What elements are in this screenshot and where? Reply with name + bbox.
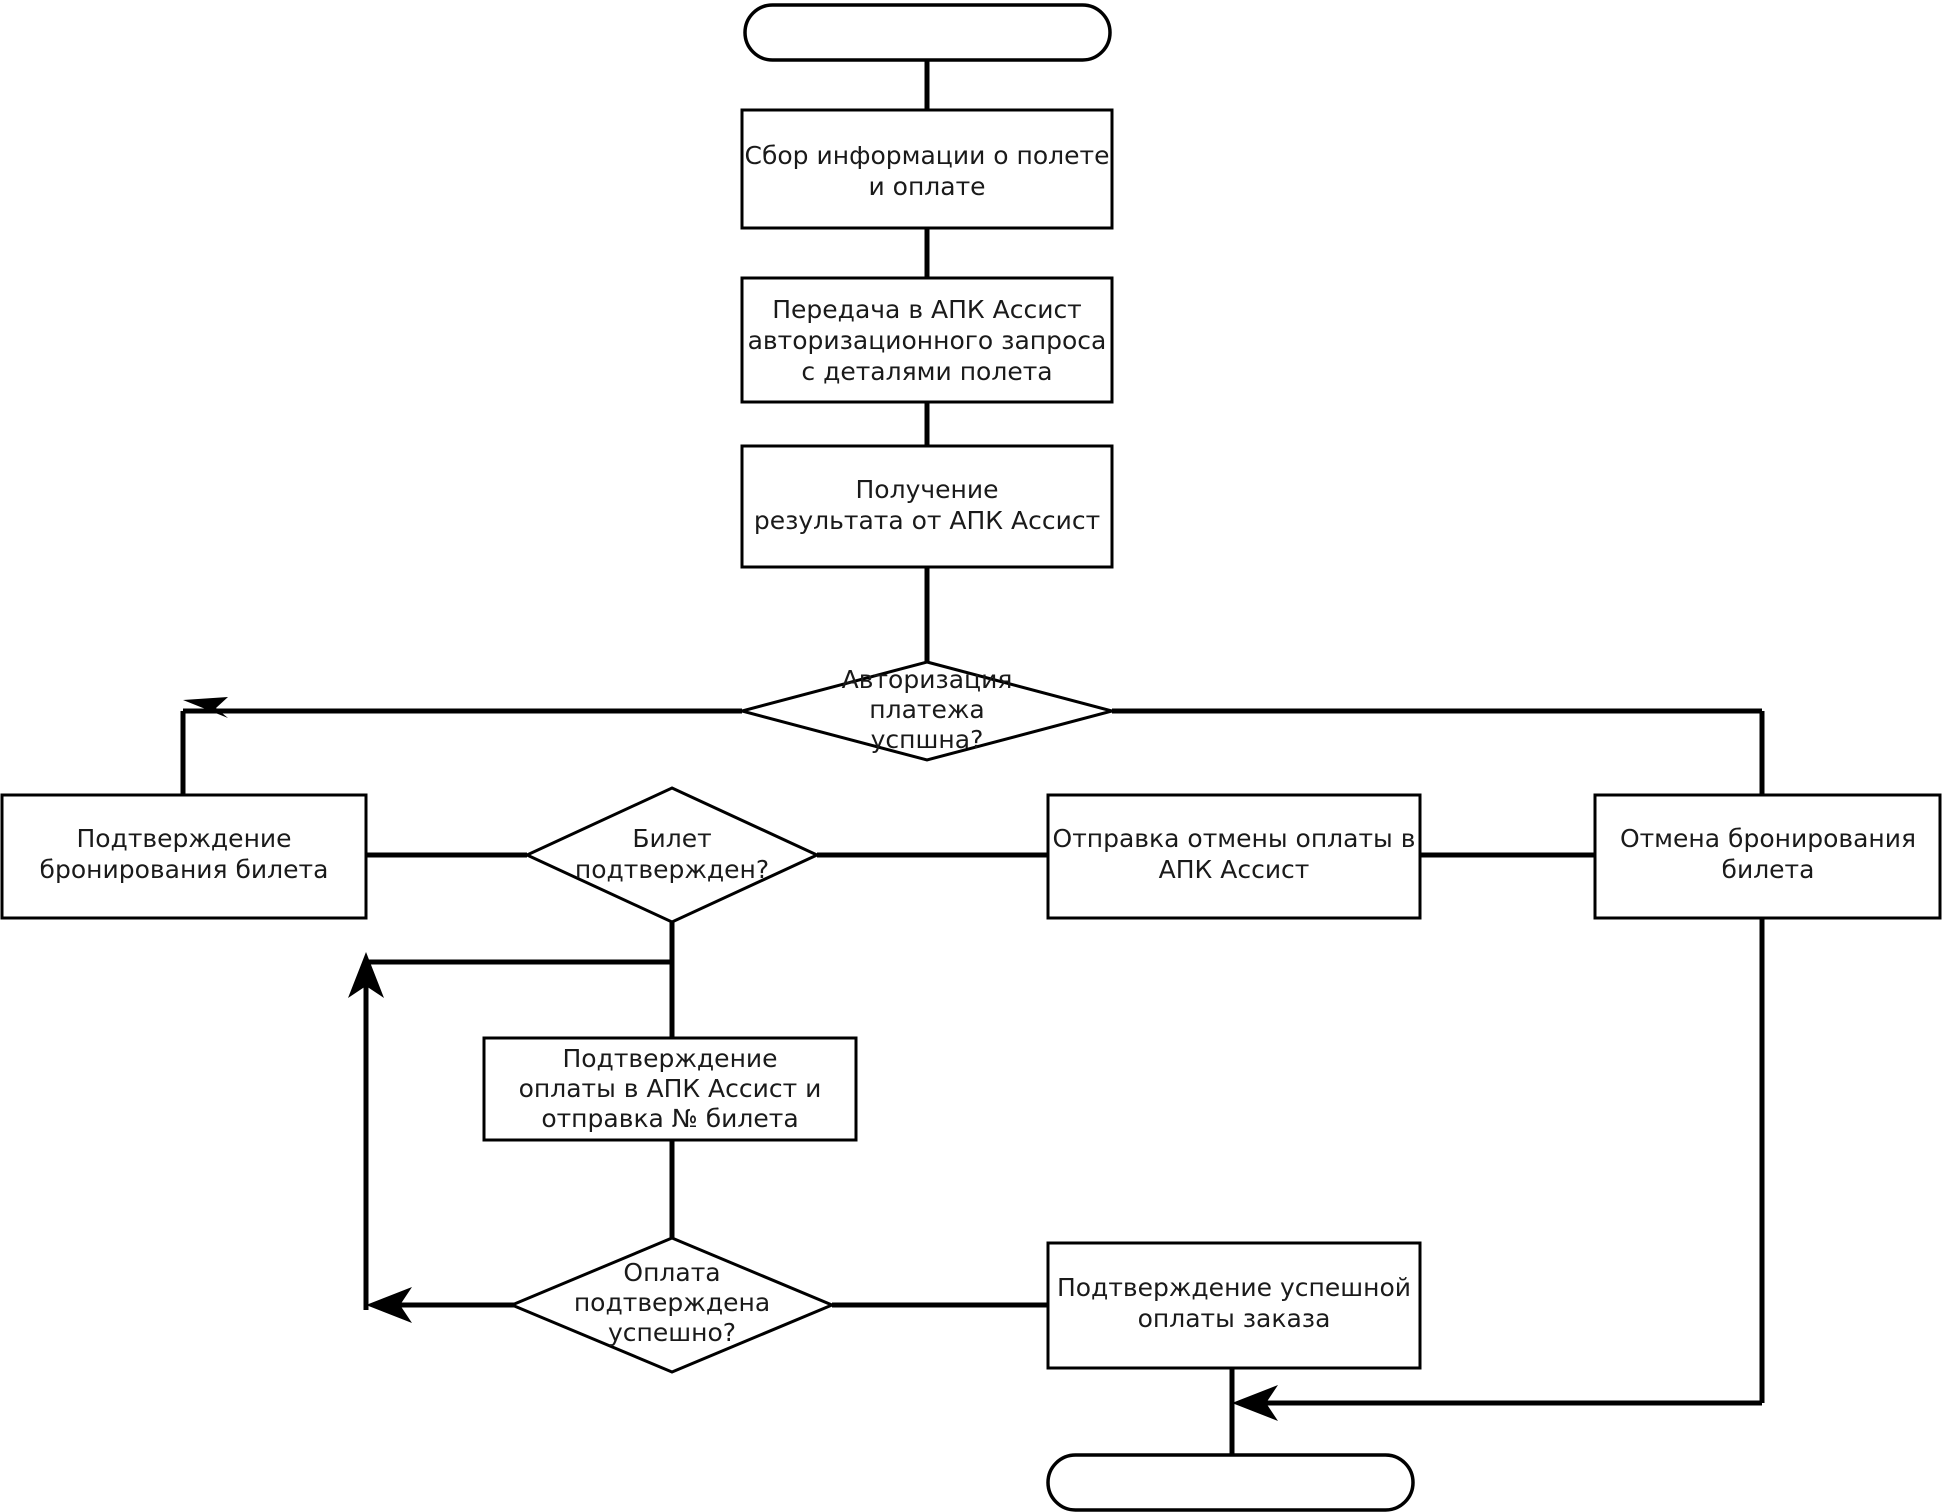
confirm-payment-shape[interactable] bbox=[482, 1036, 858, 1142]
node-ticket-confirmed[interactable]: Билет подтвержден? bbox=[523, 786, 821, 924]
arrowhead-cancel-booking-to-end bbox=[1232, 1385, 1278, 1421]
node-get-result[interactable]: Получение результата от АПК Ассист bbox=[740, 444, 1114, 569]
collect-info-line-2: и оплате bbox=[868, 172, 985, 201]
connectors-layer bbox=[180, 58, 1765, 1455]
edge-auth-success-to-cancel-booking bbox=[1112, 708, 1765, 795]
auth-success-line-1: Авторизация bbox=[842, 665, 1013, 694]
send-cancel-payment-line-2: АПК Ассист bbox=[1159, 855, 1310, 884]
node-confirm-payment[interactable]: Подтверждение оплаты в АПК Ассист и отпр… bbox=[482, 1036, 858, 1142]
node-confirm-booking[interactable]: Подтверждение бронирования билета bbox=[0, 793, 368, 920]
confirm-order-paid-line-2: оплаты заказа bbox=[1138, 1304, 1331, 1333]
node-send-auth-request[interactable]: Передача в АПК Ассист авторизационного з… bbox=[740, 276, 1114, 404]
auth-success-line-2: платежа bbox=[869, 695, 984, 724]
confirm-booking-shape[interactable] bbox=[0, 793, 368, 920]
cancel-booking-line-1: Отмена бронирования bbox=[1620, 824, 1916, 853]
node-auth-success[interactable]: Авторизация платежа успшна? bbox=[736, 660, 1118, 762]
send-cancel-payment-shape[interactable] bbox=[1046, 793, 1422, 920]
node-cancel-booking[interactable]: Отмена бронирования билета bbox=[1593, 793, 1942, 920]
node-payment-confirmed[interactable]: Оплата подтверждена успешно? bbox=[508, 1236, 836, 1374]
confirm-payment-line-3: отправка № билета bbox=[541, 1104, 798, 1133]
send-auth-request-line-1: Передача в АПК Ассист bbox=[772, 295, 1082, 324]
edge-ticket-confirmed-loop-up bbox=[363, 959, 672, 1310]
arrowhead-payment-confirmed-loop-back bbox=[366, 1287, 412, 1323]
auth-success-line-3: успшна? bbox=[871, 725, 984, 754]
arrowhead-loop-up-target bbox=[348, 952, 384, 998]
node-confirm-order-paid[interactable]: Подтверждение успешной оплаты заказа bbox=[1046, 1241, 1422, 1370]
confirm-booking-line-1: Подтверждение bbox=[76, 824, 291, 853]
confirm-payment-line-1: Подтверждение bbox=[562, 1044, 777, 1073]
payment-confirmed-line-2: подтверждена bbox=[574, 1288, 770, 1317]
confirm-booking-line-2: бронирования билета bbox=[40, 855, 329, 884]
confirm-order-paid-line-1: Подтверждение успешной bbox=[1057, 1273, 1411, 1302]
ticket-confirmed-shape[interactable] bbox=[523, 786, 821, 924]
node-collect-info[interactable]: Сбор информации о полете и оплате bbox=[740, 108, 1114, 230]
collect-info-shape[interactable] bbox=[740, 108, 1114, 230]
send-cancel-payment-line-1: Отправка отмены оплаты в bbox=[1053, 824, 1416, 853]
send-auth-request-shape[interactable] bbox=[740, 276, 1114, 404]
ticket-confirmed-line-2: подтвержден? bbox=[575, 855, 769, 884]
auth-success-shape[interactable] bbox=[736, 660, 1118, 762]
start-terminator-shape[interactable] bbox=[743, 3, 1112, 62]
edge-auth-success-to-confirm-booking bbox=[180, 708, 742, 795]
arrowhead-auth-to-confirm-booking bbox=[183, 697, 228, 718]
node-end[interactable] bbox=[1046, 1453, 1415, 1512]
send-auth-request-line-2: авторизационного запроса bbox=[748, 326, 1107, 355]
edge-cancel-booking-to-end bbox=[1241, 918, 1765, 1406]
cancel-booking-shape[interactable] bbox=[1593, 793, 1942, 920]
confirm-order-paid-shape[interactable] bbox=[1046, 1241, 1422, 1370]
payment-confirmed-shape[interactable] bbox=[508, 1236, 836, 1374]
collect-info-line-1: Сбор информации о полете bbox=[745, 141, 1110, 170]
node-start[interactable] bbox=[743, 3, 1112, 62]
get-result-line-1: Получение bbox=[856, 475, 999, 504]
get-result-line-2: результата от АПК Ассист bbox=[754, 506, 1100, 535]
send-auth-request-line-3: с деталями полета bbox=[801, 357, 1052, 386]
cancel-booking-line-2: билета bbox=[1722, 855, 1815, 884]
ticket-confirmed-line-1: Билет bbox=[632, 824, 711, 853]
end-terminator-shape[interactable] bbox=[1046, 1453, 1415, 1512]
get-result-shape[interactable] bbox=[740, 444, 1114, 569]
confirm-payment-line-2: оплаты в АПК Ассист и bbox=[519, 1074, 822, 1103]
payment-confirmed-line-1: Оплата bbox=[623, 1258, 720, 1287]
payment-confirmed-line-3: успешно? bbox=[608, 1318, 736, 1347]
node-send-cancel-payment[interactable]: Отправка отмены оплаты в АПК Ассист bbox=[1046, 793, 1422, 920]
